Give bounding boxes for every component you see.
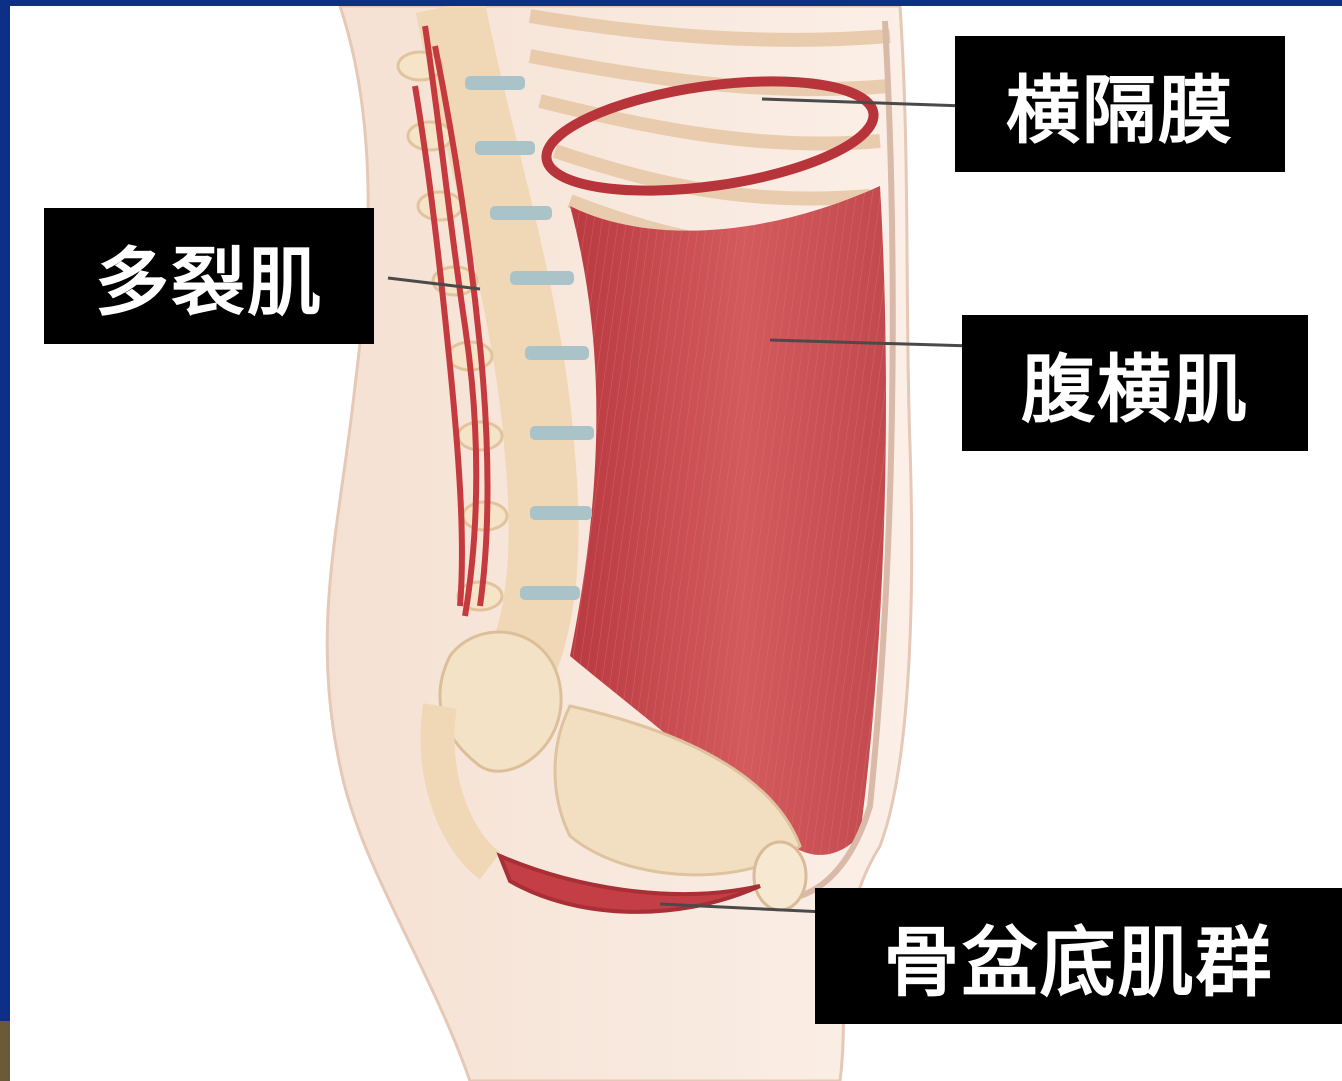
label-transversus-abdominis: 腹横肌 xyxy=(962,315,1308,451)
label-diaphragm: 横隔膜 xyxy=(955,36,1285,172)
label-multifidus: 多裂肌 xyxy=(44,208,374,344)
corner-strip xyxy=(0,1021,10,1081)
label-pelvic-floor: 骨盆底肌群 xyxy=(815,888,1342,1024)
